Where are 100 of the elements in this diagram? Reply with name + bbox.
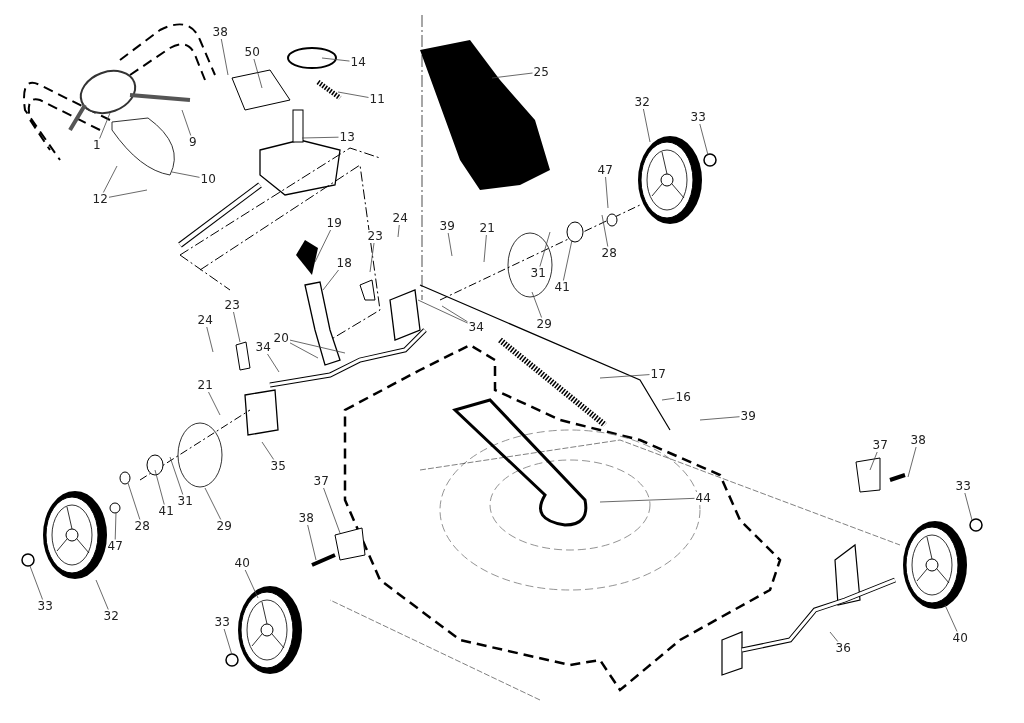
- leader-line: [441, 305, 468, 323]
- callout-number: 37: [871, 438, 889, 452]
- leader-line: [699, 416, 740, 421]
- leader-line: [108, 189, 148, 198]
- leader-line: [323, 487, 341, 534]
- leader-line: [483, 234, 487, 263]
- callout-number: 41: [157, 504, 175, 518]
- leader-line: [181, 109, 192, 136]
- callout-number: 11: [368, 92, 386, 106]
- callout-number: 34: [467, 320, 485, 334]
- leader-line: [944, 604, 958, 632]
- callout-number: 31: [176, 494, 194, 508]
- leader-line: [491, 72, 533, 79]
- leader-line: [204, 487, 222, 520]
- callout-number: 31: [529, 266, 547, 280]
- callout-number: 24: [391, 211, 409, 225]
- leader-line: [964, 492, 973, 521]
- leader-line: [539, 231, 551, 267]
- callout-number: 19: [325, 216, 343, 230]
- leader-line: [127, 482, 141, 520]
- callout-number: 28: [133, 519, 151, 533]
- callout-number: 50: [243, 45, 261, 59]
- leader-line: [102, 165, 118, 193]
- leader-line: [531, 291, 542, 318]
- callout-number: 23: [366, 229, 384, 243]
- callout-number: 29: [215, 519, 233, 533]
- leader-line: [322, 269, 340, 291]
- callout-number: 33: [689, 110, 707, 124]
- callout-number: 25: [532, 65, 550, 79]
- leader-line: [29, 565, 43, 600]
- leader-line: [301, 136, 339, 139]
- leader-line: [447, 232, 453, 257]
- leader-line: [307, 524, 317, 561]
- leader-line: [95, 579, 109, 610]
- leader-line: [314, 229, 332, 263]
- callout-number: 16: [674, 390, 692, 404]
- callout-number: 14: [349, 55, 367, 69]
- leader-line: [397, 224, 400, 238]
- callout-number: 34: [254, 340, 272, 354]
- leader-line: [154, 469, 165, 505]
- callout-number: 38: [297, 511, 315, 525]
- callout-number: 1: [92, 138, 102, 152]
- leader-line: [369, 242, 375, 273]
- callout-number: 39: [739, 409, 757, 423]
- leader-line: [337, 91, 369, 98]
- callout-number: 24: [196, 313, 214, 327]
- callout-number: 40: [951, 631, 969, 645]
- callout-number: 33: [213, 615, 231, 629]
- leader-line: [601, 214, 609, 247]
- callout-number: 38: [211, 25, 229, 39]
- callout-number: 37: [312, 474, 330, 488]
- leader-line: [599, 497, 695, 503]
- leader-line: [417, 299, 468, 324]
- callout-number: 13: [338, 130, 356, 144]
- callout-number: 28: [600, 246, 618, 260]
- leader-line: [289, 339, 346, 354]
- leader-line: [171, 171, 200, 178]
- callout-number: 9: [188, 135, 198, 149]
- callout-number: 29: [535, 317, 553, 331]
- callout-number: 20: [272, 331, 290, 345]
- callout-number: 41: [553, 280, 571, 294]
- callout-number: 33: [36, 599, 54, 613]
- leader-line: [206, 326, 214, 353]
- leader-line: [289, 342, 319, 359]
- callout-number: 10: [199, 172, 217, 186]
- callout-number: 21: [478, 221, 496, 235]
- leader-line: [261, 441, 275, 460]
- callout-number: 36: [834, 641, 852, 655]
- callout-number: 38: [909, 433, 927, 447]
- leader-line: [907, 446, 917, 478]
- callout-number: 39: [438, 219, 456, 233]
- callout-number: 47: [596, 163, 614, 177]
- callout-number: 32: [102, 609, 120, 623]
- leader-line: [223, 628, 233, 656]
- callout-number: 32: [633, 95, 651, 109]
- leader-line: [253, 58, 263, 89]
- leader-line: [99, 112, 111, 139]
- leader-line: [266, 353, 280, 373]
- leader-line: [563, 239, 573, 281]
- callout-number: 23: [223, 298, 241, 312]
- callout-number: 21: [196, 378, 214, 392]
- leader-line: [244, 569, 259, 599]
- leader-line: [599, 374, 650, 379]
- leader-line: [207, 391, 221, 416]
- leader-line: [699, 123, 709, 156]
- callout-number: 18: [335, 256, 353, 270]
- leader-line: [661, 397, 675, 401]
- leader-line: [605, 176, 609, 209]
- leader-line: [169, 456, 184, 495]
- callout-number: 47: [106, 539, 124, 553]
- leader-line: [114, 511, 117, 540]
- callout-number: 17: [649, 367, 667, 381]
- leader-line: [829, 631, 839, 642]
- leader-line: [869, 451, 878, 471]
- leader-line: [220, 38, 229, 76]
- leader-line: [233, 311, 241, 343]
- callout-number: 40: [233, 556, 251, 570]
- callout-number: 12: [91, 192, 109, 206]
- leader-line: [642, 108, 651, 143]
- callout-number: 35: [269, 459, 287, 473]
